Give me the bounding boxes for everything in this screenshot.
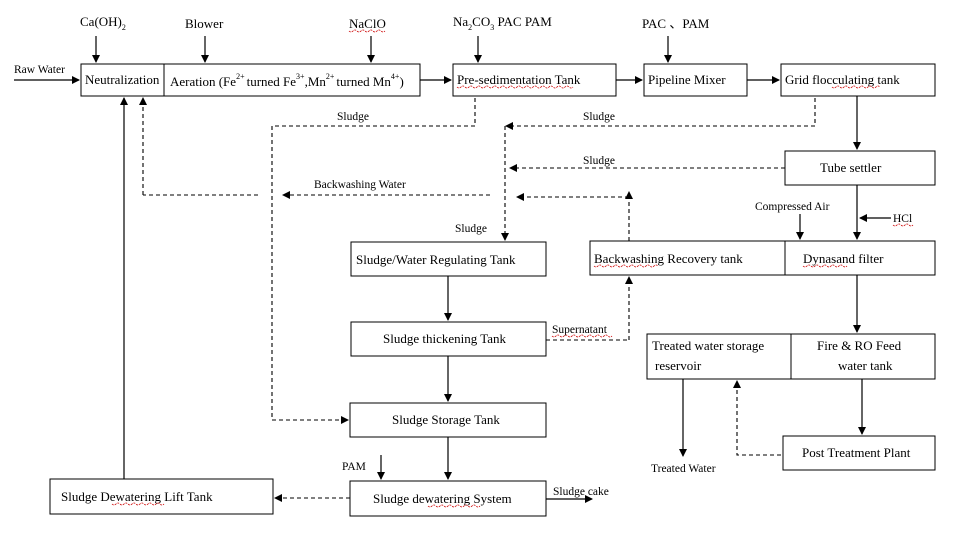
sludge-storage-box: Sludge Storage Tank <box>349 402 547 438</box>
dash-post-to-reservoir <box>733 380 781 456</box>
aeration-box: Aeration (Fe2+turned Fe3+,Mn2+turned Mn4… <box>163 63 421 97</box>
fire-ro-feed-label-line2: water tank <box>838 358 893 373</box>
sludge-dewatering-system-box: Sludge dewatering System <box>349 480 547 517</box>
solid-flow-arrows <box>14 36 891 503</box>
sludge-thickening-box: Sludge thickening Tank <box>350 321 547 357</box>
sludge-dewatering-system-label: Sludge dewatering System <box>373 491 512 506</box>
dynasand-filter-box: Dynasand filter <box>784 240 936 276</box>
treated-water-storage-box: Treated water storage reservoir <box>646 333 792 380</box>
backwashing-recovery-box: Backwashing Recovery tank <box>589 240 786 276</box>
sludge-dewatering-lift-box: Sludge Dewatering Lift Tank <box>49 478 274 515</box>
pipeline-mixer-box: Pipeline Mixer <box>643 63 748 97</box>
pam-label: PAM <box>342 461 366 473</box>
sludge-storage-label: Sludge Storage Tank <box>392 412 500 427</box>
sludge-label-3: Sludge <box>583 155 615 167</box>
treated-water-label: Treated Water <box>651 463 716 475</box>
fire-ro-feed-box: Fire & RO Feed water tank <box>790 333 936 380</box>
dash-presed-sludge <box>271 98 476 420</box>
sludge-water-regulating-box: Sludge/Water Regulating Tank <box>350 241 547 277</box>
treated-water-storage-label-line2: reservoir <box>655 358 702 373</box>
tube-settler-label: Tube settler <box>820 160 882 175</box>
neutralization-label: Neutralization <box>85 72 160 87</box>
raw-water-label: Raw Water <box>14 64 65 76</box>
pre-sedimentation-box: Pre-sedimentation Tank <box>452 63 617 97</box>
sludge-thickening-label: Sludge thickening Tank <box>383 331 507 346</box>
sludge-dewatering-lift-label: Sludge Dewatering Lift Tank <box>61 489 213 504</box>
dash-floc-sludge <box>508 98 816 127</box>
chemicals-label-2: PAC 、PAM <box>642 16 710 31</box>
hcl-label: HCl <box>893 213 912 225</box>
pipeline-mixer-label: Pipeline Mixer <box>648 72 726 87</box>
backwashing-water-label: Backwashing Water <box>314 179 406 191</box>
sludge-cake-label: Sludge cake <box>553 486 609 498</box>
compressed-air-label: Compressed Air <box>755 201 830 213</box>
supernatant-label: Supernatant <box>552 324 608 336</box>
blower-label: Blower <box>185 16 224 31</box>
neutralization-box: Neutralization <box>80 63 165 97</box>
tube-settler-box: Tube settler <box>784 150 936 186</box>
backwashing-recovery-label: Backwashing Recovery tank <box>594 251 743 266</box>
dashed-flow-arrows <box>139 97 816 502</box>
caoh2-label: Ca(OH)2 <box>80 14 126 32</box>
fire-ro-feed-label-line1: Fire & RO Feed <box>817 338 902 353</box>
grid-flocculating-label: Grid flocculating tank <box>785 72 900 87</box>
dynasand-filter-label: Dynasand filter <box>803 251 884 266</box>
chemicals-label-1: Na2CO3 PAC PAM <box>453 14 552 32</box>
post-treatment-box: Post Treatment Plant <box>782 435 936 471</box>
grid-flocculating-box: Grid flocculating tank <box>780 63 936 97</box>
aeration-label: Aeration (Fe2+turned Fe3+,Mn2+turned Mn4… <box>170 72 404 89</box>
naclo-label: NaClO <box>349 16 386 31</box>
treated-water-storage-label-line1: Treated water storage <box>652 338 764 353</box>
post-treatment-label: Post Treatment Plant <box>802 445 911 460</box>
sludge-label-2: Sludge <box>583 111 615 123</box>
sludge-water-regulating-label: Sludge/Water Regulating Tank <box>356 252 516 267</box>
sludge-label-1: Sludge <box>337 111 369 123</box>
pre-sedimentation-label: Pre-sedimentation Tank <box>457 72 581 87</box>
sludge-label-4: Sludge <box>455 223 487 235</box>
